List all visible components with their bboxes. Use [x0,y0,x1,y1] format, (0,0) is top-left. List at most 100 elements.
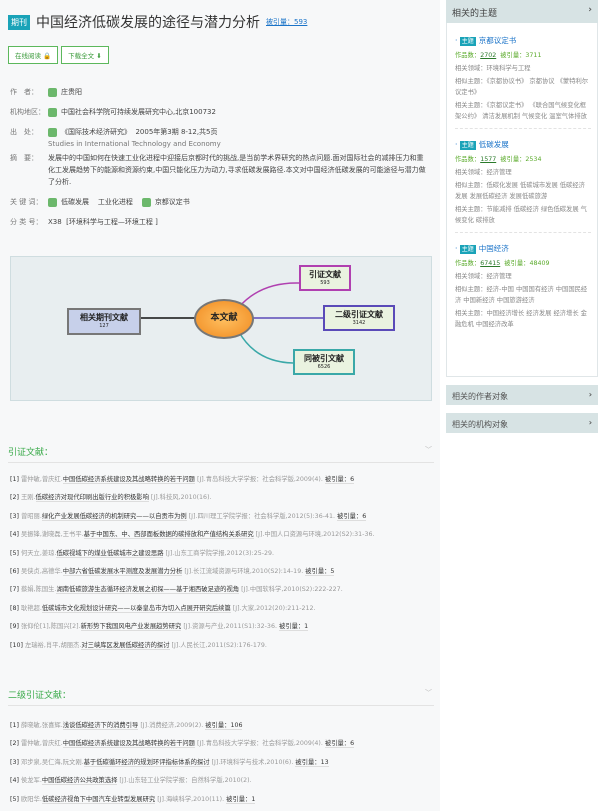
ref-source[interactable]: [J].山东轻工业学院学报：自然科学版,2010(2). [119,777,252,785]
metadata: 作 者：庄贵阳 机构地区：中国社会科学院可持续发展研究中心,北京100732 出… [10,86,430,236]
related-topics: 相关主题：节能减排 低碳经济 绿色低碳发展 气候变化 碳排放 [455,206,587,224]
related-orgs-header[interactable]: 相关的机构对象› [446,413,598,433]
ref-source[interactable]: [J].四川理工学院学报：社会科学版,2012(5):36-41. [188,512,335,520]
ref-source[interactable]: [J].青岛科技大学学报：社会科学版,2009(4). [196,740,323,748]
citing-section-header[interactable]: 引证文献：﹀ [8,445,434,463]
ref-source[interactable]: [J].大家,2012(20):211-212. [232,604,316,612]
ref-title-link[interactable]: 中部六省低碳发展水平测度及发展潜力分析 [62,567,183,576]
ref-title-link[interactable]: 低碳经济对现代印刷出版行业的积极影响 [35,494,149,503]
related-topics-header[interactable]: 相关的主题› [446,0,598,23]
topic-link[interactable]: 低碳发展 [478,140,509,149]
citing-list: [1] 雷仲敏,曾庆红.中国低碳经济系统建设及其战略转换的若干问题 [J].青岛… [10,474,435,658]
ref-authors[interactable]: 吴侠贞,高德华. [20,567,63,575]
ref-title-link[interactable]: 湖南低碳旅游生态循环经济发展之初探——基于湘西破足迹的视角 [56,586,240,595]
topic-badge: 主题 [459,37,476,46]
ref-cited-count[interactable]: 被引量：1 [278,623,309,632]
ref-cited-count[interactable]: 被引量：106 [205,722,243,730]
works-count-link[interactable]: 2702 [480,52,497,59]
ref-source[interactable]: [J].长江流域资源与环境,2010(S2):14-19. [184,567,304,575]
ref-source[interactable]: [J].中国软科学,2010(S2):222-227. [241,586,343,594]
ref-title-link[interactable]: 基于中国东、中、西部面板数据的碳排放和产值结构关系研究 [83,531,254,540]
ref-authors[interactable]: 曾昭丽. [20,512,42,520]
ref-number: [1] [10,476,19,483]
ref-authors[interactable]: 何天立,姜琼. [20,549,57,557]
works-count-link[interactable]: 67415 [480,260,501,267]
ref-title-link[interactable]: 低碳经济视角下中国汽车业转型发展研究 [41,795,156,804]
ref-authors[interactable]: 侯龙军. [20,777,42,785]
ref-source[interactable]: [J].中国人口资源与环境,2012(S2):31-36. [255,531,375,539]
ref-title-link[interactable]: 新形势下我国风电产业发展趋势研究 [80,623,182,632]
ref-cited-count[interactable]: 被引量：6 [324,740,355,749]
ref-title-link[interactable]: 低碳视域下的煤业低碳城市之建设思路 [56,549,164,558]
works-count-link[interactable]: 1577 [480,156,497,163]
ref-source[interactable]: [J].科技风,2010(16). [150,494,212,502]
ref-title-link[interactable]: 浅谈低碳经济下的消费引导 [62,722,139,730]
diagram-connectors [141,282,323,364]
ref-authors[interactable]: 邓步泉,吴仁海,阮文刚. [20,758,84,766]
chevron-right-icon[interactable]: › [588,418,592,427]
reference-item: [2] 雷仲敏,曾庆红.中国低碳经济系统建设及其战略转换的若干问题 [J].青岛… [10,738,435,756]
tag-icon [48,197,57,207]
source-label: 出 处： [10,128,38,136]
ref-authors[interactable]: 蔡娟,陈国生. [20,586,57,594]
reference-item: [8] 耿艳超.低碳城市文化规划设计研究——以秦皇岛市为切入点展开研究后续篇 [… [10,603,435,621]
chevron-down-icon[interactable]: ﹀ [425,446,432,454]
ref-authors[interactable]: 耿艳超. [20,604,42,612]
ref-title-link[interactable]: 对三峡库区发展低碳经济的探讨 [81,641,170,650]
chevron-down-icon[interactable]: ﹀ [425,689,432,697]
ref-source[interactable]: [J].山东工商学院学报,2012(3):25-29. [165,549,275,557]
ref-source[interactable]: [J].青岛科技大学学报：社会科学版,2009(4). [196,476,323,483]
ref-authors[interactable]: 左瑞裕,肖平,胡丽杰. [24,641,82,649]
keyword-link[interactable]: 工业化进程 [97,198,133,206]
ref-authors[interactable]: 欧阳华. [20,795,42,803]
ref-title-link[interactable]: 中国低碳经济系统建设及其战略转换的若干问题 [62,740,195,749]
ref-number: [9] [10,623,19,631]
reference-item: [5] 何天立,姜琼.低碳视域下的煤业低碳城市之建设思路 [J].山东工商学院学… [10,548,435,566]
ref-number: [3] [10,758,19,766]
ref-cited-count[interactable]: 被引量：5 [305,567,335,576]
ref-authors[interactable]: 雷仲敏,曾庆红. [20,740,63,748]
ref-source[interactable]: [J].消费经济,2009(2). [140,722,204,729]
org-link[interactable]: 中国社会科学院可持续发展研究中心,北京100732 [61,108,216,116]
ref-authors[interactable]: 吴振锋,谢晓磊,王书平. [20,531,84,539]
ref-title-link[interactable]: 低碳城市文化规划设计研究——以秦皇岛市为切入点展开研究后续篇 [41,604,231,613]
chevron-right-icon[interactable]: › [588,390,592,399]
ref-cited-count[interactable]: 被引量：6 [324,476,355,484]
similar-topics: 相似主题：低碳化发展 低碳城市发展 低碳经济发展 发展低碳经济 发展低碳旅游 [455,182,585,200]
ref-title-link[interactable]: 中国低碳经济系统建设及其战略转换的若干问题 [62,476,195,484]
download-button[interactable]: 下载全文 ⬇ [61,46,109,64]
abstract-label: 摘 要： [10,154,38,162]
author-link[interactable]: 庄贵阳 [61,88,82,96]
related-authors-header[interactable]: 相关的作者对象› [446,385,598,405]
cited-count-link[interactable]: 被引量：593 [266,18,308,26]
ref-authors[interactable]: 薛晓敏,张喜辉. [20,722,63,729]
ref-source[interactable]: [J].资源与产业,2011(S1):32-36. [183,623,277,631]
ref-cited-count[interactable]: 被引量：13 [295,758,329,767]
ref-cited-count[interactable]: 被引量：6 [337,512,367,521]
keyword-link[interactable]: 京都议定书 [154,198,190,206]
reference-item: [10] 左瑞裕,肖平,胡丽杰.对三峡库区发展低碳经济的探讨 [J].人民长江,… [10,640,435,658]
read-online-button[interactable]: 在线阅读 🔒 [8,46,59,64]
ref-cited-count[interactable]: 被引量：1 [226,795,256,804]
chevron-right-icon[interactable]: › [588,5,592,15]
source-link[interactable]: 《国际技术经济研究》 [61,128,131,136]
ref-source[interactable]: [J].海峡科学,2010(11). [157,795,225,803]
ref-title-link[interactable]: 绿化产业发展低碳经济的机制研究——以自贡市为例 [41,512,187,521]
keyword-link[interactable]: 低碳发展 [61,198,89,206]
ref-title-link[interactable]: 中国低碳经济公共政策选择 [41,777,118,786]
ref-authors[interactable]: 张仰伦[1],陈国兴[2]. [20,623,81,631]
ref-authors[interactable]: 王刚. [20,494,36,502]
ref-source[interactable]: [J].环境科学与技术,2010(6). [211,758,294,766]
topic-link[interactable]: 中国经济 [478,244,509,253]
this-paper-node: 本文献 [194,299,254,339]
ref-source[interactable]: [J].人民长江,2011(S2):176-179. [171,641,267,649]
topic-link[interactable]: 京都议定书 [478,36,517,45]
second-citing-section-header[interactable]: 二级引证文献：﹀ [8,688,434,706]
title-row: 期刊 中国经济低碳发展的途径与潜力分析 被引量：593 [8,12,307,32]
ref-authors[interactable]: 雷仲敏,曾庆红. [20,476,63,483]
ref-title-link[interactable]: 基于低碳循环经济的规划环评指标体系的探讨 [83,758,210,767]
